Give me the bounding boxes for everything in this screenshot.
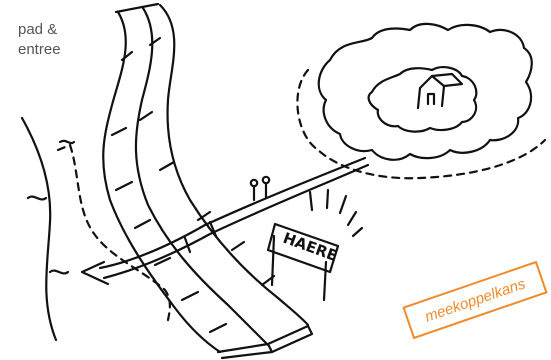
river [22, 118, 74, 340]
sign-rays [310, 190, 362, 236]
sign-label: HAERE [281, 229, 340, 265]
sign: HAERE [268, 224, 340, 300]
dashed-path-left [58, 145, 170, 320]
people [251, 177, 269, 200]
island [297, 24, 545, 178]
dike [103, 4, 312, 358]
